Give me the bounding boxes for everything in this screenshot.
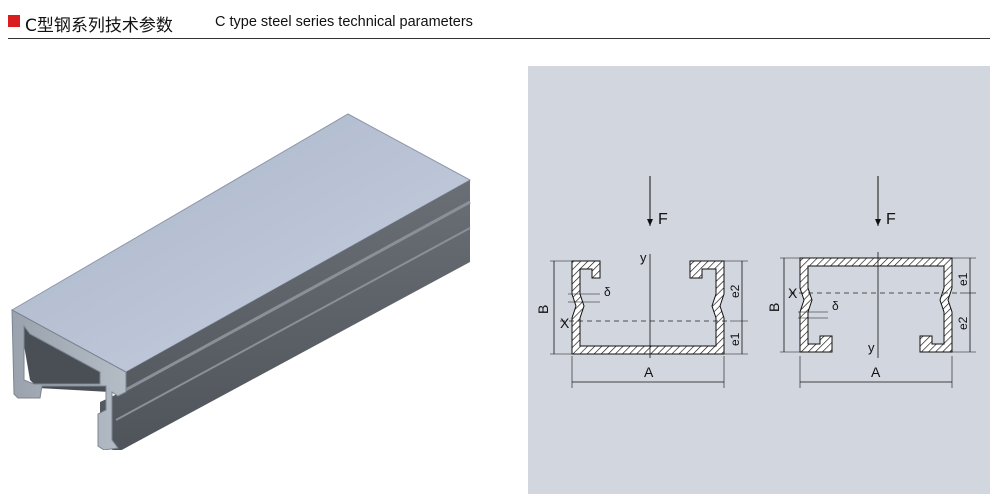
profile-right (799, 257, 953, 353)
steel-side-ridge (119, 200, 471, 395)
section-header: C型钢系列技术参数 C type steel series technical … (8, 12, 990, 39)
dim-b-label-right: B (766, 303, 782, 312)
force-label-left: F (658, 211, 668, 228)
thickness-label-left: δ (604, 285, 611, 299)
x-axis-label-left: X (560, 315, 570, 331)
profile-left (571, 260, 725, 355)
dim-a-label-left: A (644, 364, 654, 380)
steel-side-face (100, 180, 470, 450)
section-left: F y X A B e2 e1 δ (535, 176, 748, 388)
red-square-marker (8, 15, 20, 27)
y-axis-label-right: y (868, 340, 875, 355)
section-title-english: C type steel series technical parameters (215, 14, 473, 30)
x-axis-label-right: X (788, 285, 798, 301)
technical-diagram-panel: F y X A B e2 e1 δ (528, 66, 990, 494)
force-label-right: F (886, 211, 896, 228)
section-title-chinese: C型钢系列技术参数 (25, 16, 173, 36)
steel-end-profile (11, 309, 127, 450)
dim-e1-label-left: e1 (728, 332, 742, 346)
dim-b-label-left: B (535, 305, 551, 314)
c-steel-rendering (10, 113, 472, 450)
section-right: F y X A B e1 e2 δ (766, 176, 976, 388)
thickness-label-right: δ (832, 299, 839, 313)
y-axis-label-left: y (640, 250, 647, 265)
dim-e1-label-right: e1 (956, 272, 970, 286)
dim-e2-label-left: e2 (728, 284, 742, 298)
technical-diagram-svg: F y X A B e2 e1 δ (535, 176, 976, 388)
dim-a-label-right: A (871, 364, 881, 380)
dim-e2-label-right: e2 (956, 316, 970, 330)
